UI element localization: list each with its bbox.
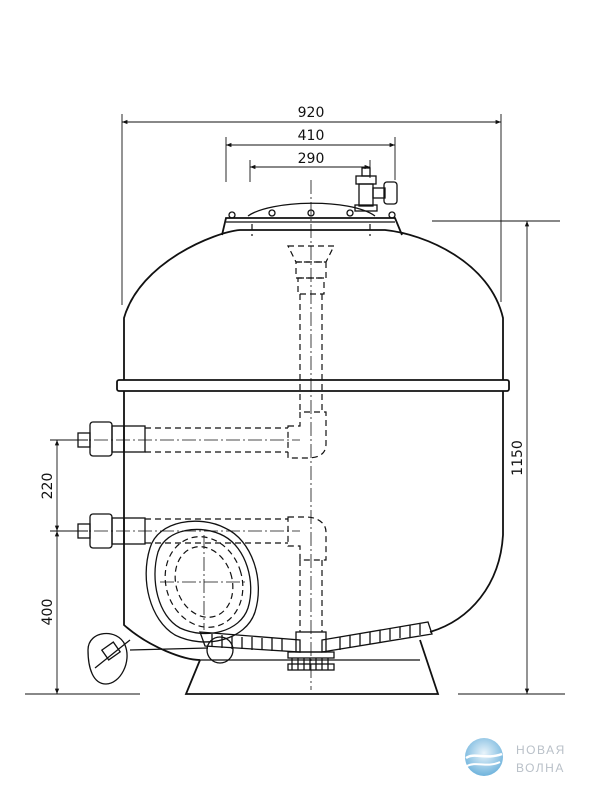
dimension-410: 410 [225,128,396,182]
dimension-220: 220 [40,439,88,532]
dimension-290: 290 [249,151,371,182]
pressure-gauge [354,167,398,212]
dimension-220-label: 220 [40,473,56,500]
dimension-1150: 1150 [432,220,565,695]
lateral-collectors [199,621,433,671]
tank-body [116,229,510,661]
watermark-line2: ВОЛНА [516,761,565,775]
base-stand [184,639,440,695]
top-lid-assembly [221,202,403,236]
dimension-400: 400 [25,531,140,695]
dimension-920: 920 [121,105,502,305]
upper-port [50,411,327,459]
dimension-1150-label: 1150 [510,440,526,476]
watermark-logo: НОВАЯ ВОЛНА [465,738,566,776]
lower-port [50,513,327,632]
watermark-line1: НОВАЯ [516,743,566,757]
dimension-920-label: 920 [298,105,325,121]
inspection-hatch [145,520,259,643]
dimension-410-label: 410 [298,128,325,144]
dimension-400-label: 400 [40,599,56,626]
dimension-290-label: 290 [298,151,325,167]
drain-valve-detail [87,632,234,685]
central-pipe [287,245,335,410]
